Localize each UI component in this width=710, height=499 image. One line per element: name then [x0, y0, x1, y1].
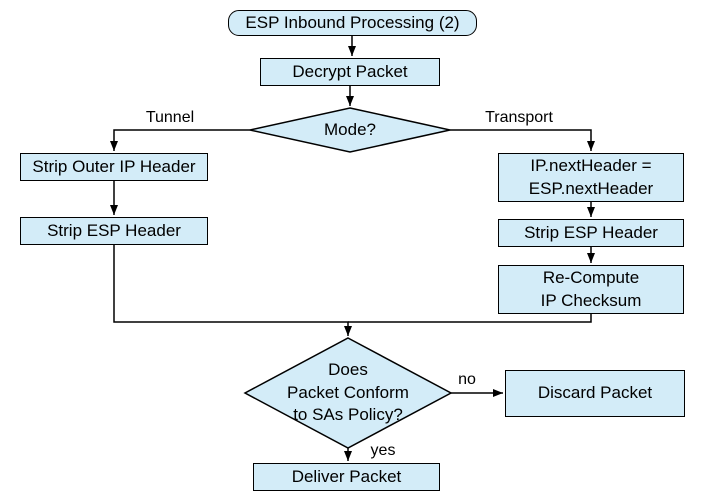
edge-label-tunnel: Tunnel: [145, 109, 195, 126]
node-decrypt-packet: Decrypt Packet: [260, 58, 440, 86]
node-recompute-ip-checksum: Re-Compute IP Checksum: [498, 265, 684, 314]
edge-right-merge: [348, 314, 592, 323]
mode-decision-label: Mode?: [324, 119, 376, 139]
edge-mode-transport: [450, 129, 595, 151]
policy-decision-label: Does Packet Conform to SAs Policy?: [287, 360, 409, 425]
node-esp-inbound-title: ESP Inbound Processing (2): [228, 10, 477, 36]
node-ip-nextheader: IP.nextHeader = ESP.nextHeader: [498, 153, 684, 202]
node-deliver-packet: Deliver Packet: [253, 463, 440, 491]
edge-label-transport: Transport: [485, 109, 553, 126]
edge-left-merge-to-policy: [113, 245, 352, 336]
node-discard-packet: Discard Packet: [505, 370, 685, 417]
mode-decision-shape: [249, 107, 451, 153]
edge-mode-tunnel: [110, 129, 250, 151]
edge-label-no: no: [458, 371, 476, 388]
edge-label-yes: yes: [370, 442, 396, 459]
node-strip-esp-header-right: Strip ESP Header: [498, 219, 684, 247]
node-strip-esp-header-left: Strip ESP Header: [20, 217, 208, 245]
node-strip-outer-ip-header: Strip Outer IP Header: [20, 153, 208, 181]
